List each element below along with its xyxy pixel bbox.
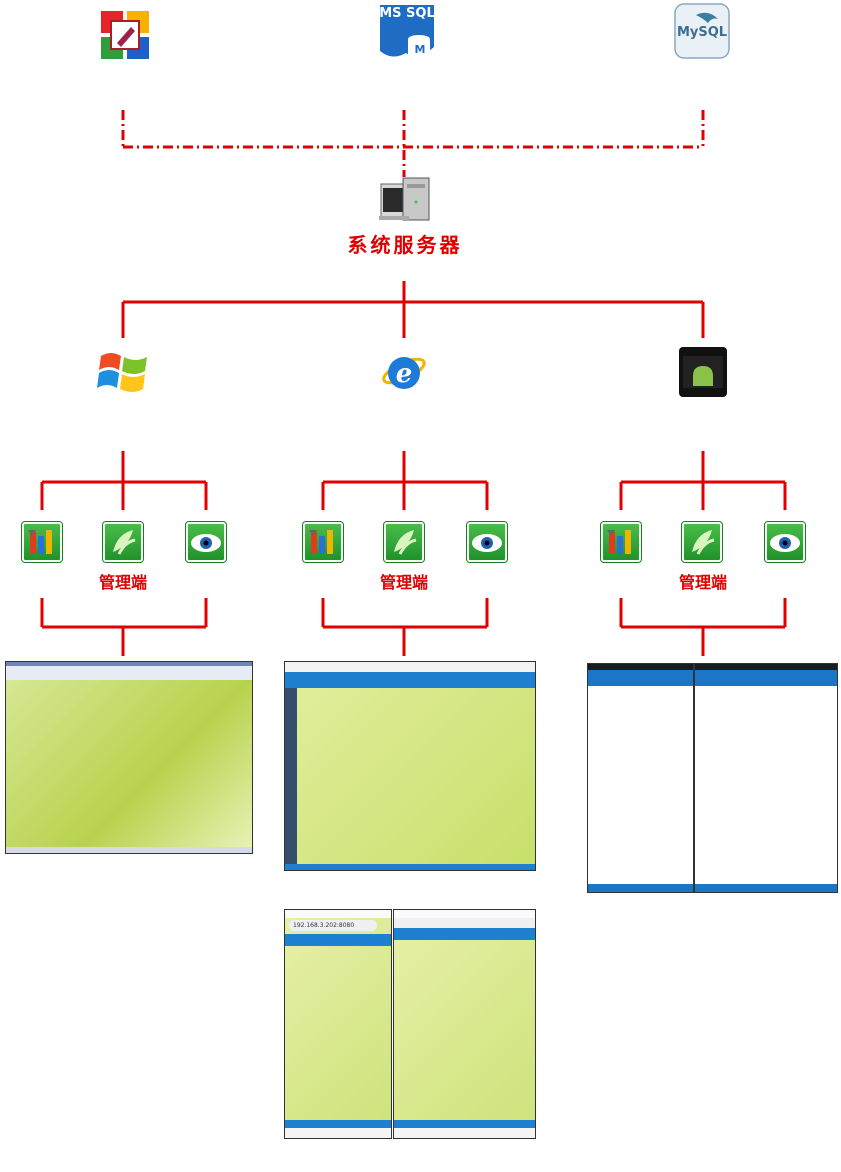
mobile-tablet-browser-screenshot [393, 909, 536, 1139]
tools-module-icon-windows [22, 522, 62, 562]
server-computer-icon [377, 176, 433, 222]
android-tablet-screenshot-2 [694, 663, 838, 893]
mssql-label: MS SQL [379, 6, 435, 21]
android-tablet-screenshot-1 [587, 663, 694, 893]
manager-label-android: 管理端 [678, 573, 727, 592]
eye-module-icon-windows [186, 522, 226, 562]
internet-explorer-icon: e [380, 346, 428, 396]
mobile-phone-browser-screenshot: 192.168.3.202:8080 [284, 909, 392, 1139]
phone-url-bar: 192.168.3.202:8080 [289, 920, 377, 931]
mysql-label: MySQL [676, 25, 728, 40]
windows-logo-icon [97, 346, 151, 396]
leaf-module-icon-android [682, 522, 722, 562]
tools-module-icon-android [601, 522, 641, 562]
svg-text:M: M [415, 43, 426, 56]
manager-label-windows: 管理端 [98, 573, 147, 592]
server-label: 系统服务器 [347, 233, 463, 257]
eye-module-icon-web [467, 522, 507, 562]
android-device-icon [678, 346, 728, 398]
manager-label-web: 管理端 [379, 573, 428, 592]
tools-module-icon-web [303, 522, 343, 562]
leaf-module-icon-windows [103, 522, 143, 562]
database-connectors [121, 110, 705, 177]
access-logo-icon [97, 7, 153, 63]
eye-module-icon-android [765, 522, 805, 562]
browser-client-screenshot [284, 661, 536, 871]
svg-text:e: e [396, 359, 413, 389]
windows-client-screenshot [5, 661, 253, 854]
leaf-module-icon-web [384, 522, 424, 562]
mssql-logo-icon: M MS SQL [378, 3, 436, 61]
mysql-logo-icon: MySQL [674, 3, 730, 59]
